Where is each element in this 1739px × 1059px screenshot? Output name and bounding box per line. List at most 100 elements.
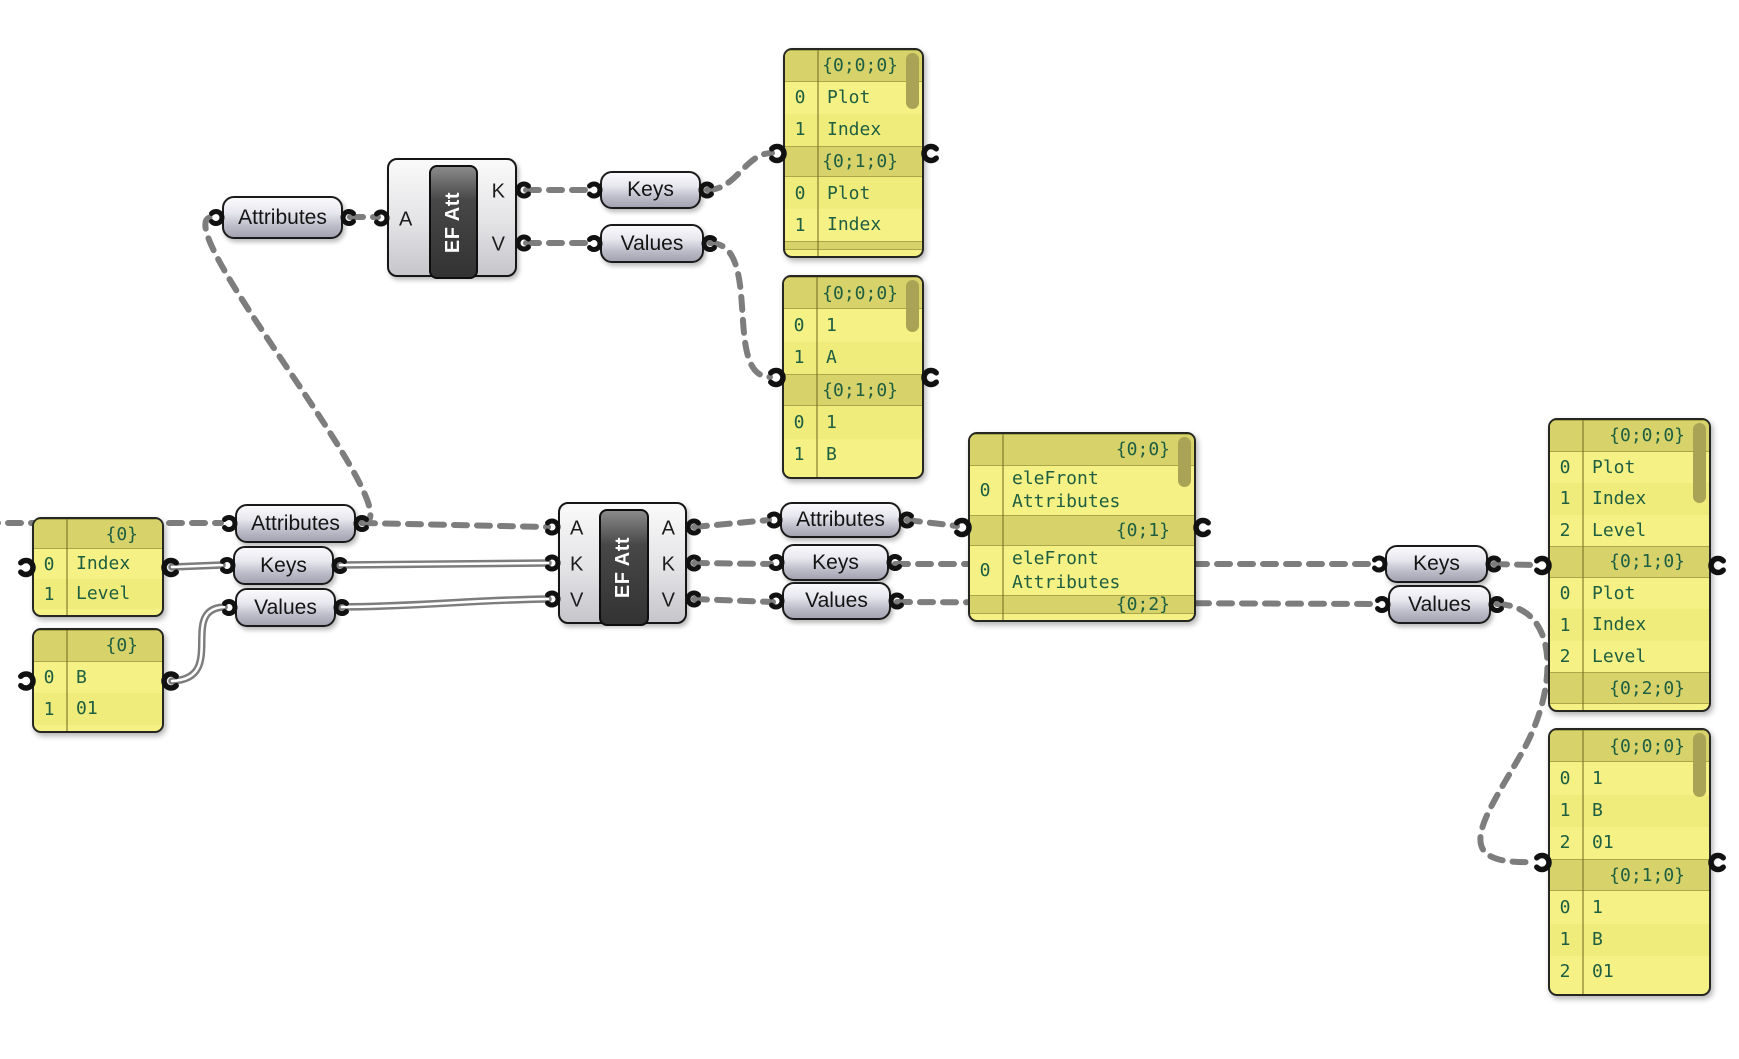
- knob-in-keys-top[interactable]: [587, 181, 603, 199]
- output-port-label[interactable]: K: [661, 553, 675, 576]
- knob-out-values-top[interactable]: [701, 235, 717, 252]
- component-name-bar[interactable]: EF Att: [599, 509, 649, 626]
- panel-row-header: {0}: [34, 630, 162, 662]
- row-value: A: [826, 347, 837, 369]
- param-pill-attr-top[interactable]: Attributes: [222, 196, 343, 239]
- knob-out-panel-r1[interactable]: [1708, 555, 1726, 576]
- wire-double: [170, 563, 224, 569]
- knob-out-panel-r2[interactable]: [1708, 852, 1726, 873]
- param-pill-keys-mid[interactable]: Keys: [233, 546, 334, 585]
- knob-out-ef1[interactable]: [515, 181, 531, 199]
- component-name-bar[interactable]: EF Att: [429, 165, 478, 279]
- knob-in-attr-right[interactable]: [767, 511, 783, 529]
- row-value: Level: [1592, 645, 1647, 667]
- knob-in-attr-top[interactable]: [209, 209, 225, 226]
- tree-path-label: {0;0;0}: [1609, 735, 1685, 757]
- param-pill-values-right[interactable]: Values: [782, 582, 891, 620]
- param-pill-values-far[interactable]: Values: [1388, 585, 1491, 624]
- wire-dashed: [704, 150, 775, 193]
- wire-dashed: [691, 596, 776, 605]
- wire-dashed: [202, 214, 374, 526]
- knob-out-attr-right[interactable]: [898, 511, 914, 529]
- knob-out-attr-mid[interactable]: [353, 515, 369, 532]
- knob-in-ef2[interactable]: [545, 554, 561, 572]
- row-index: 1: [794, 119, 806, 141]
- output-port-label[interactable]: K: [491, 180, 505, 203]
- knob-out-keys-right[interactable]: [886, 554, 902, 571]
- knob-out-panel-l1[interactable]: [161, 557, 179, 578]
- knob-in-values-top[interactable]: [587, 235, 603, 252]
- input-port-label[interactable]: A: [399, 208, 413, 231]
- output-port-label[interactable]: V: [661, 589, 675, 612]
- knob-in-attr-mid[interactable]: [222, 515, 238, 532]
- panel-row-header: {0;0;0}: [1550, 730, 1709, 763]
- knob-in-ef2[interactable]: [545, 590, 561, 608]
- knob-out-panel-elefront[interactable]: [1193, 517, 1211, 538]
- knob-out-panel-t2[interactable]: [921, 367, 939, 388]
- param-pill-attr-mid[interactable]: Attributes: [235, 504, 356, 543]
- knob-out-values-mid[interactable]: [333, 599, 349, 616]
- knob-out-values-far[interactable]: [1488, 596, 1504, 613]
- pill-label: Keys: [812, 550, 859, 574]
- input-port-label[interactable]: K: [570, 553, 584, 576]
- knob-out-panel-t1[interactable]: [921, 143, 939, 164]
- knob-out-ef2[interactable]: [685, 518, 701, 536]
- knob-in-keys-far[interactable]: [1372, 555, 1388, 573]
- knob-in-ef2[interactable]: [545, 518, 561, 536]
- output-port-label[interactable]: A: [661, 517, 675, 540]
- panel-scrollbar[interactable]: [906, 53, 919, 109]
- input-port-label[interactable]: A: [570, 517, 584, 540]
- param-pill-keys-top[interactable]: Keys: [600, 171, 701, 209]
- param-pill-attr-right[interactable]: Attributes: [780, 502, 901, 538]
- index-column-divider: [817, 50, 819, 256]
- row-index: 0: [1559, 896, 1571, 918]
- knob-out-keys-far[interactable]: [1485, 555, 1501, 573]
- knob-in-values-mid[interactable]: [222, 599, 238, 616]
- knob-out-keys-mid[interactable]: [331, 557, 347, 574]
- panel-scrollbar[interactable]: [1178, 437, 1191, 487]
- knob-in-values-far[interactable]: [1375, 596, 1391, 613]
- knob-out-keys-top[interactable]: [698, 181, 714, 199]
- panel-scrollbar[interactable]: [906, 280, 919, 332]
- component-label: EF Att: [612, 536, 635, 599]
- component-ef1[interactable]: EF Att A K V: [387, 158, 517, 279]
- knob-in-values-right[interactable]: [769, 592, 785, 610]
- param-pill-values-top[interactable]: Values: [600, 224, 704, 263]
- index-column-divider: [66, 630, 68, 731]
- panel-scrollbar[interactable]: [1693, 423, 1706, 503]
- knob-in-keys-right[interactable]: [769, 554, 785, 571]
- knob-in-keys-mid[interactable]: [220, 557, 236, 574]
- knob-out-panel-l2[interactable]: [161, 671, 179, 691]
- param-pill-keys-far[interactable]: Keys: [1385, 545, 1488, 583]
- panel-row-header: {0;1;0}: [1550, 546, 1709, 578]
- param-pill-values-mid[interactable]: Values: [235, 588, 336, 627]
- row-value: 01: [76, 698, 98, 720]
- knob-in-ef1[interactable]: [374, 209, 390, 227]
- input-port-label[interactable]: V: [570, 589, 584, 612]
- param-pill-keys-right[interactable]: Keys: [782, 544, 889, 581]
- knob-out-values-right[interactable]: [888, 592, 904, 610]
- wire-dashed: [691, 517, 772, 530]
- knob-out-ef2[interactable]: [685, 554, 701, 572]
- output-port-label[interactable]: V: [491, 233, 505, 256]
- knob-out-ef2[interactable]: [685, 590, 701, 608]
- panel-scrollbar[interactable]: [1693, 733, 1706, 797]
- knob-out-attr-top[interactable]: [340, 209, 356, 226]
- knob-out-ef1[interactable]: [515, 234, 531, 252]
